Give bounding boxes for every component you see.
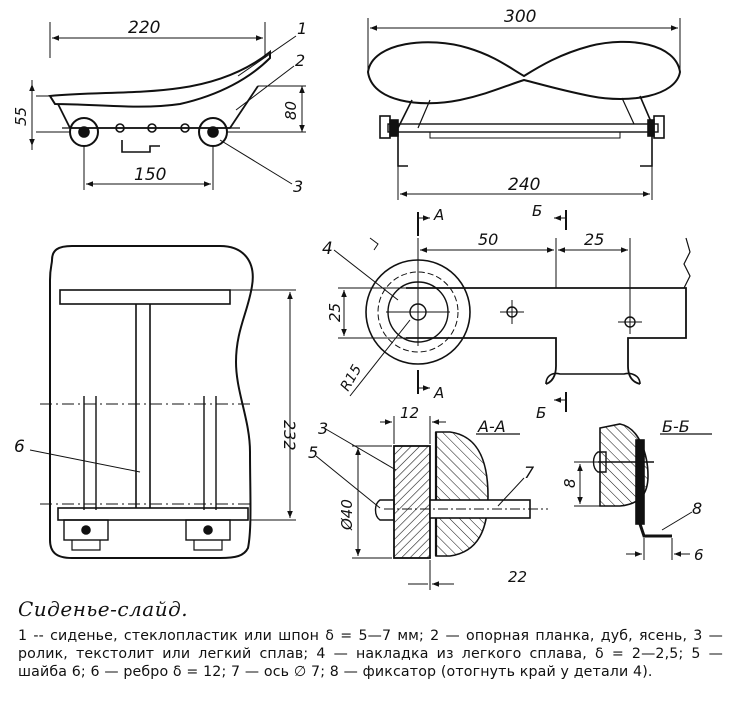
- section-aa-title: А-А: [477, 417, 506, 436]
- leader-label-2: 2: [295, 51, 305, 70]
- side-dim-80: 80: [282, 101, 300, 120]
- plate-dim-25-v: 25: [326, 303, 344, 322]
- leader-label-1: 1: [297, 19, 307, 38]
- section-aa-dim-22: 22: [508, 568, 527, 586]
- side-dim-length: 220: [128, 18, 160, 38]
- section-a-bottom: А: [433, 384, 444, 402]
- leader-label-7: 7: [524, 463, 535, 482]
- section-bb: [574, 423, 712, 560]
- plate-detail: [333, 210, 691, 412]
- front-dim-width: 300: [504, 7, 536, 27]
- leader-label-8: 8: [692, 499, 702, 518]
- section-bb-dim-8: 8: [561, 478, 579, 488]
- leader-label-4: 4: [322, 239, 333, 259]
- section-bb-title: Б-Б: [662, 417, 690, 436]
- plate-dim-25-h: 25: [584, 230, 604, 249]
- technical-drawing: 220 55 80 150 1 2 3 300 240: [12, 7, 712, 590]
- section-aa-dim-12: 12: [400, 404, 419, 422]
- leader-label-5: 5: [308, 443, 318, 462]
- front-dim-axle: 240: [508, 175, 540, 195]
- leader-label-6: 6: [14, 437, 25, 457]
- side-view: [29, 22, 306, 190]
- section-b-bottom: Б: [536, 404, 546, 422]
- top-dim-height: 232: [280, 420, 299, 451]
- plate-dim-50: 50: [478, 230, 498, 249]
- top-view: [29, 245, 296, 559]
- side-dim-55: 55: [12, 107, 30, 126]
- leader-label-3: 3: [293, 177, 303, 196]
- section-a-top: А: [433, 206, 444, 224]
- front-view: [366, 18, 682, 200]
- caption-text: 1 -- сиденье, стеклопластик или шпон δ =…: [18, 628, 723, 680]
- leader-label-3b: 3: [318, 419, 328, 438]
- section-aa-dim-dia: Ø40: [338, 499, 356, 531]
- section-aa: [315, 416, 548, 590]
- side-dim-150: 150: [134, 165, 166, 185]
- caption-title: Сиденье-слайд.: [18, 597, 189, 621]
- section-b-top: Б: [532, 202, 542, 220]
- plate-radius: R15: [338, 362, 366, 394]
- section-bb-dim-6: 6: [694, 546, 704, 564]
